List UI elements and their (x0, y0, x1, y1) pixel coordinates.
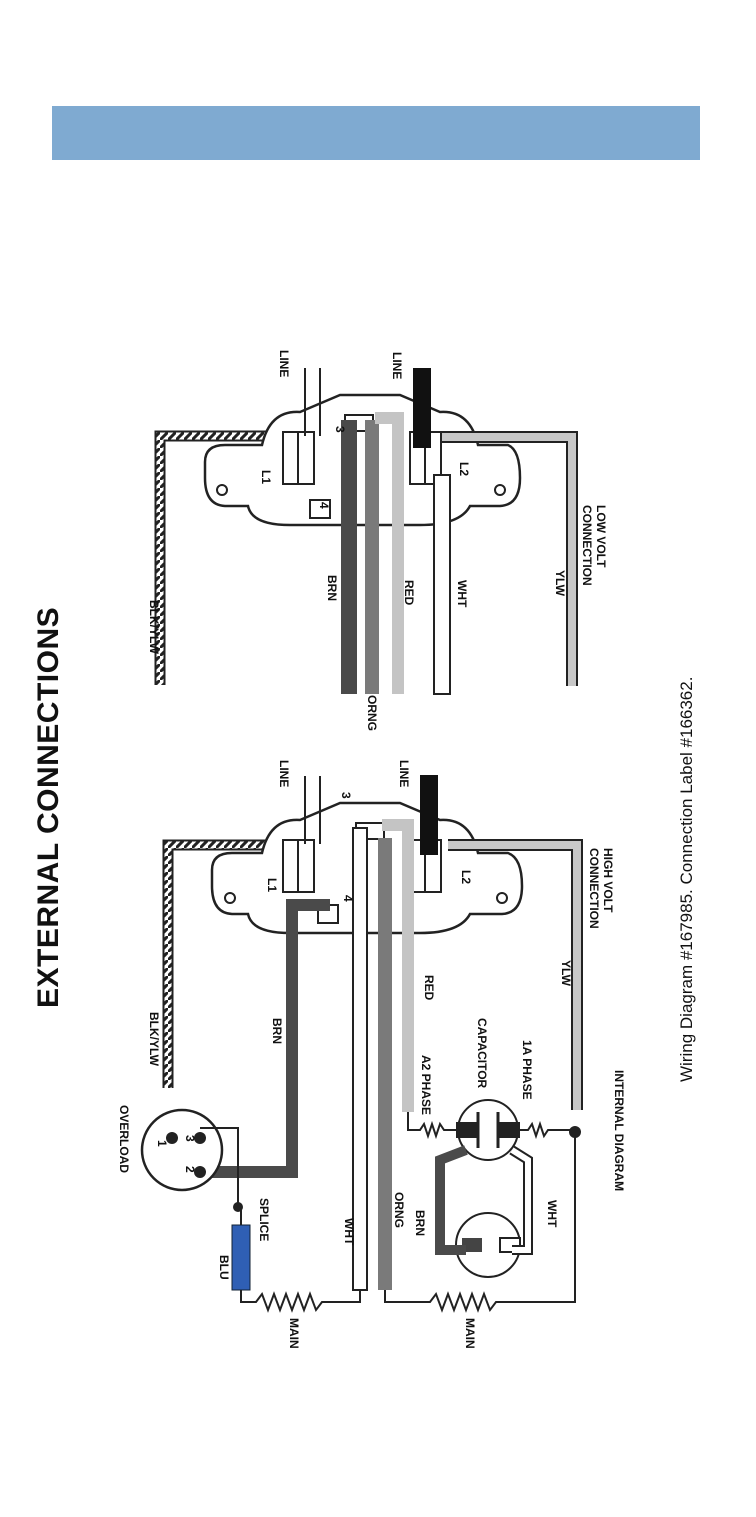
low-volt-connection: BLK/YLW BRN ORNG RED WHT YLW LINE LINE L… (147, 350, 608, 731)
a2-phase-label: A2 PHASE (419, 1055, 433, 1115)
low-label-wht: WHT (455, 580, 469, 608)
header-bar (52, 106, 700, 160)
wiring-diagram-svg: BLK/YLW BRN ORNG RED WHT YLW LINE LINE L… (0, 160, 756, 1512)
internal-diagram: 1 2 3 OVERLOAD SPLICE BLU MAIN MAIN A2 P… (117, 1018, 626, 1349)
high-label-line-1: LINE (277, 760, 291, 787)
high-wire-brn (207, 905, 330, 1172)
high-label-l2: L2 (459, 870, 473, 884)
high-label-4: 4 (341, 895, 355, 902)
low-label-l1: L1 (259, 470, 273, 484)
a2-phase-winding (408, 1112, 462, 1136)
low-label-4: 4 (317, 502, 331, 509)
main-label-b: MAIN (463, 1318, 477, 1349)
caption: Wiring Diagram #167985. Connection Label… (677, 677, 696, 1082)
overload (142, 1110, 222, 1190)
overload-pin-1: 1 (155, 1140, 169, 1147)
low-terminal-l1 (283, 432, 299, 484)
low-label-brn: BRN (325, 575, 339, 601)
high-label-orng: ORNG (392, 1192, 406, 1228)
low-label-l2: L2 (457, 462, 471, 476)
splice-label: SPLICE (257, 1198, 271, 1241)
1a-phase-label: 1A PHASE (520, 1040, 534, 1100)
high-volt-connection: BLK/YLW BRN RED YLW WHT ORNG LINE LINE L… (147, 760, 615, 1290)
overload-pin-3: 3 (183, 1135, 197, 1142)
low-label-3: 3 (333, 426, 347, 433)
low-line-lead-black (413, 368, 431, 448)
low-label-line-2: LINE (390, 352, 404, 379)
high-volt-section-label: HIGH VOLTCONNECTION (587, 848, 615, 929)
high-label-blk: BLK/YLW (147, 1012, 161, 1067)
low-volt-section-label: LOW VOLTCONNECTION (580, 505, 608, 586)
low-wire-brn (341, 420, 357, 694)
internal-wht-label: WHT (545, 1200, 559, 1228)
high-line-lead-black (420, 775, 438, 855)
low-label-red: RED (402, 580, 416, 606)
page-title: EXTERNAL CONNECTIONS (32, 607, 65, 1008)
high-terminal-l1 (283, 840, 299, 892)
overload-pin-2: 2 (183, 1166, 197, 1173)
low-label-orng: ORNG (365, 695, 379, 731)
high-label-red: RED (422, 975, 436, 1001)
high-wire-orng (378, 838, 392, 1290)
internal-brn-label: BRN (413, 1210, 427, 1236)
low-label-blk: BLK/YLW (147, 600, 161, 655)
high-label-brn: BRN (270, 1018, 284, 1044)
overload-label: OVERLOAD (117, 1105, 131, 1173)
high-label-l1: L1 (265, 878, 279, 892)
high-label-line-2: LINE (397, 760, 411, 787)
high-label-wht: WHT (342, 1218, 356, 1246)
low-label-line-1: LINE (277, 350, 291, 377)
low-wire-orng (365, 420, 379, 694)
1a-phase-winding (520, 1124, 575, 1136)
blu-sleeve (232, 1225, 250, 1290)
blu-label: BLU (217, 1255, 231, 1280)
high-label-3: 3 (339, 792, 353, 799)
high-label-ylw: YLW (559, 960, 573, 987)
low-label-ylw: YLW (553, 570, 567, 597)
wiring-diagram: BLK/YLW BRN ORNG RED WHT YLW LINE LINE L… (0, 160, 756, 1512)
main-winding-a (241, 1290, 360, 1310)
main-label-a: MAIN (287, 1318, 301, 1349)
internal-section-label: INTERNAL DIAGRAM (612, 1070, 626, 1191)
low-wire-wht (434, 475, 450, 694)
capacitor-label: CAPACITOR (475, 1018, 489, 1089)
